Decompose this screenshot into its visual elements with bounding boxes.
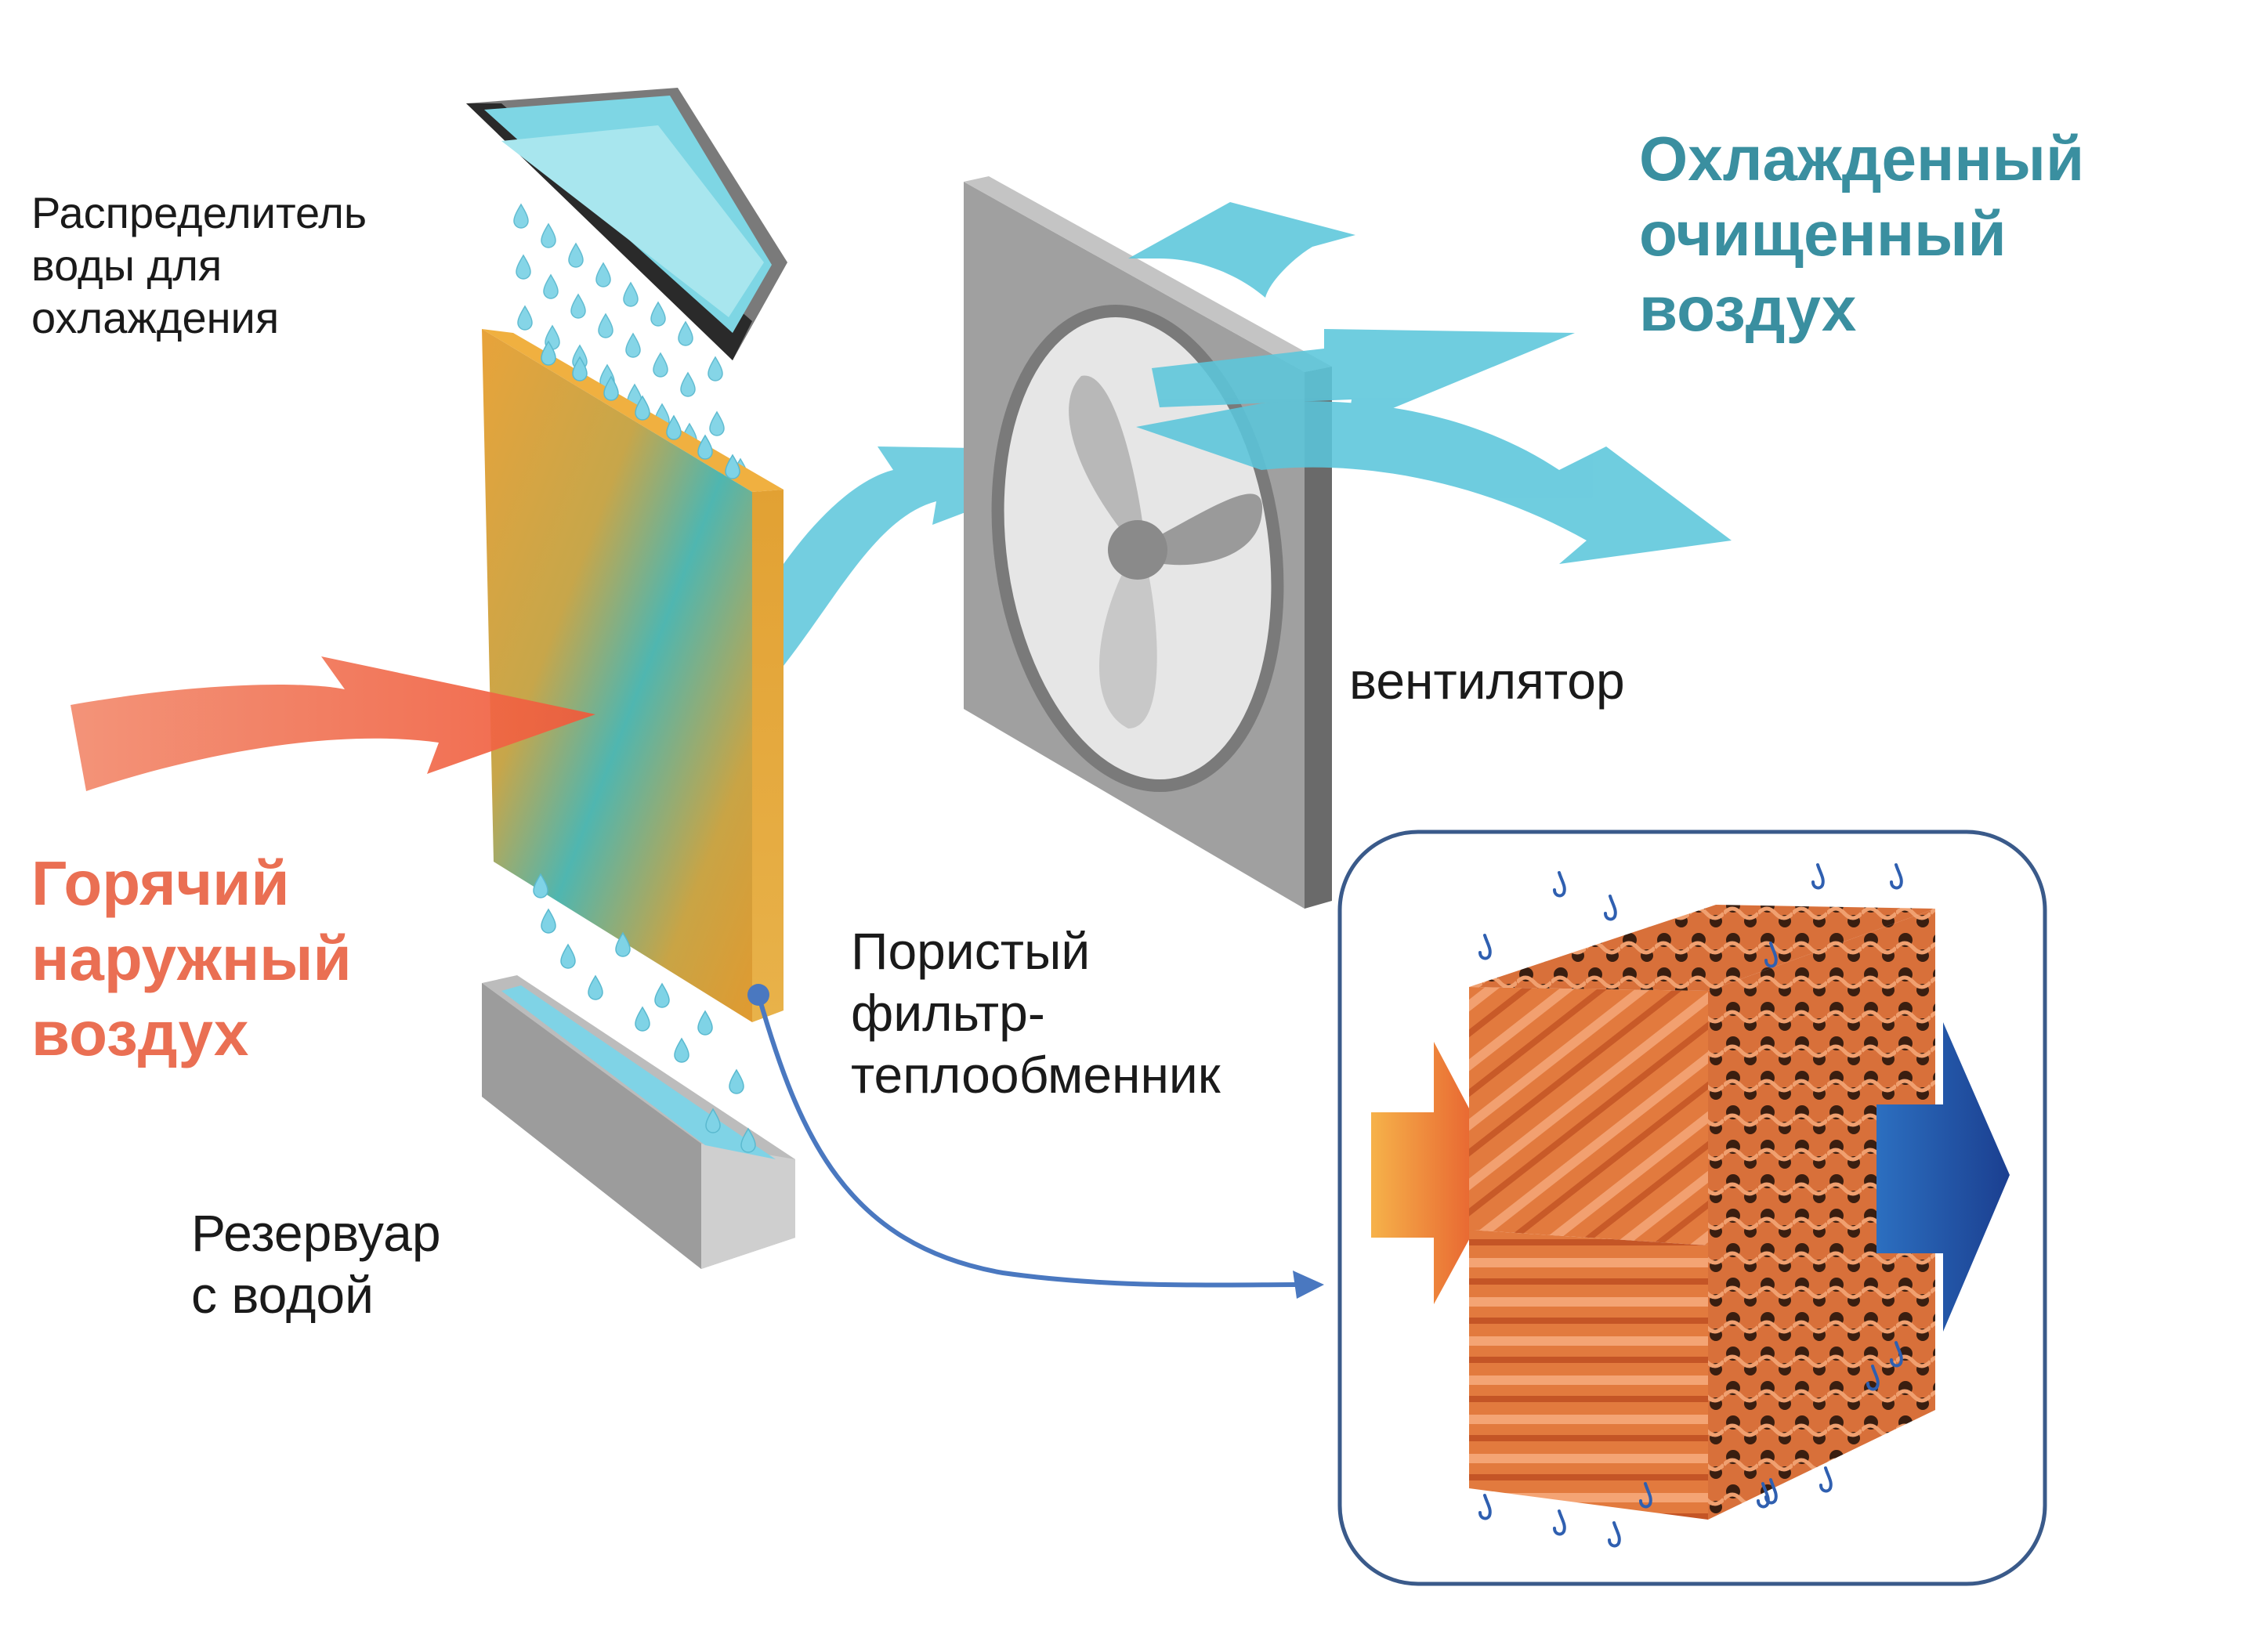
water-reservoir — [482, 975, 795, 1269]
cooled-air-label: Охлажденный очищенный воздух — [1639, 124, 2085, 344]
fan-icon — [1069, 375, 1263, 728]
hot-air-arrow — [1371, 1042, 1504, 1304]
cool-air-arrow — [784, 446, 1128, 666]
detail-connector — [747, 984, 1324, 1299]
porous-pad — [482, 329, 784, 1022]
fan — [964, 176, 1332, 909]
hot-air-arrow — [71, 656, 595, 791]
porous-filter-label: Пористый фильтр- теплообменник — [851, 922, 1221, 1104]
hot-air-label: Горячий наружный воздух — [31, 848, 352, 1068]
filter-detail-inset — [1337, 830, 2047, 1586]
water-distributor-label: Распределитель воды для охлаждения — [31, 188, 367, 343]
cool-air-arrow — [1876, 1022, 2010, 1332]
cool-air-arrow — [1128, 202, 1732, 564]
fan-label: вентилятор — [1349, 652, 1625, 710]
water-distributor — [466, 88, 787, 360]
water-reservoir-label: Резервуар с водой — [191, 1204, 441, 1325]
